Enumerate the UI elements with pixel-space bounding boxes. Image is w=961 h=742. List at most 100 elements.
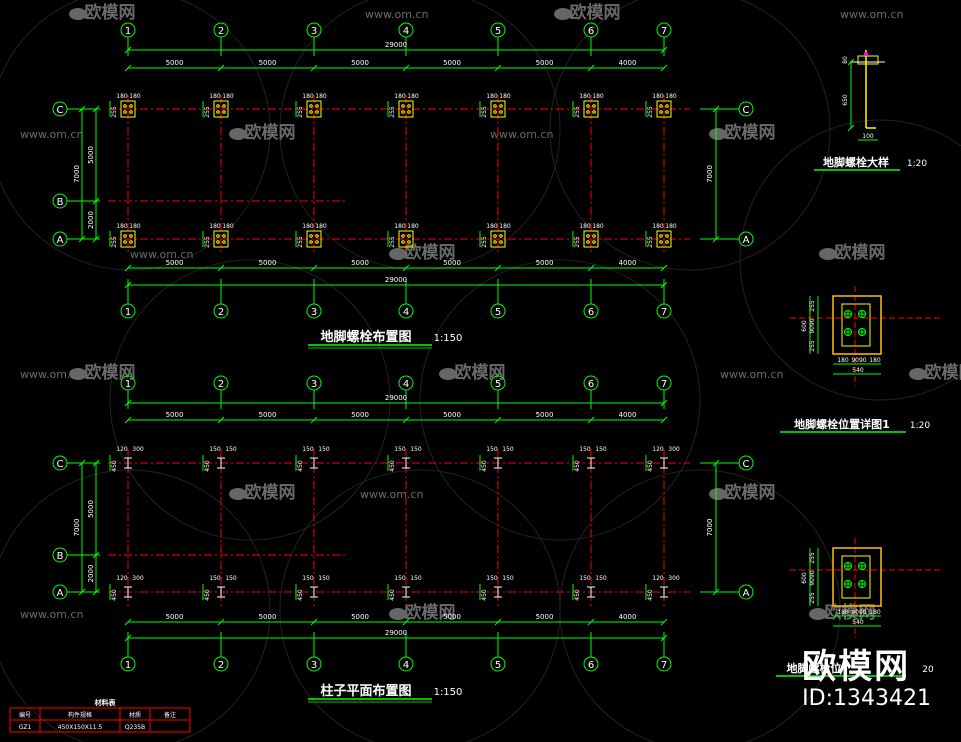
base-plate — [213, 100, 229, 118]
anchor-bolt — [401, 234, 405, 238]
bolt-dim: 180 — [209, 223, 221, 230]
column-dim-v: 450 — [297, 589, 304, 601]
column-dim: 150 — [302, 575, 314, 582]
anchor-bolt — [586, 234, 590, 238]
bolt-dim: 180 — [129, 93, 141, 100]
dim-left-1: 5000 — [87, 146, 95, 164]
bolt-dim-v: 255 — [111, 236, 118, 248]
dim-tick — [217, 64, 225, 72]
column-dim: 150 — [225, 575, 237, 582]
column-dim: 150 — [486, 446, 498, 453]
dim-tick — [712, 459, 720, 467]
dim-tick — [124, 416, 132, 424]
dim-tick — [92, 459, 100, 467]
bolt-dim: 180 — [486, 93, 498, 100]
dim-tick — [124, 618, 132, 626]
column-dim: 300 — [668, 575, 680, 582]
anchor-bolt — [129, 240, 133, 244]
dim-v-total: 600 — [801, 572, 808, 584]
dim-v2: 9090 — [809, 570, 816, 585]
dim-tick — [402, 618, 410, 626]
column-dim: 150 — [209, 446, 221, 453]
base-plate — [490, 230, 506, 248]
base-plate — [832, 547, 882, 607]
axis-4-bottom-label: 4 — [403, 660, 409, 671]
dim-tick — [310, 64, 318, 72]
anchor-bolt — [315, 234, 319, 238]
column-dim: 150 — [209, 575, 221, 582]
watermark-logo-icon — [439, 368, 457, 380]
anchor-bolt — [309, 110, 313, 114]
column-dim-v: 450 — [389, 589, 396, 601]
column-dim: 120 — [652, 575, 664, 582]
dim-tick — [660, 264, 668, 272]
column-dim-v: 450 — [647, 460, 654, 472]
axis-A-left-label: A — [57, 588, 64, 599]
dim-tick — [402, 416, 410, 424]
table-header-cell: 材质 — [129, 711, 141, 719]
dim-tick — [660, 281, 668, 289]
dim-tick — [494, 264, 502, 272]
bolt-dim: 180 — [499, 223, 511, 230]
axis-C-left-label: C — [57, 105, 64, 116]
base-plate — [583, 100, 599, 118]
dim-h-total: 540 — [852, 619, 864, 626]
dim-v3: 255 — [809, 340, 816, 352]
axis-7-bottom-label: 7 — [661, 307, 667, 318]
anchor-bolt — [659, 234, 663, 238]
column-dim: 150 — [318, 446, 330, 453]
dim-tick — [494, 618, 502, 626]
dim-span-bottom: 5000 — [536, 613, 554, 621]
dim-span-bottom: 5000 — [443, 259, 461, 267]
dim-tick — [92, 551, 100, 559]
anchor-bolt — [309, 240, 313, 244]
watermark-brand: 欧模网 — [835, 242, 886, 263]
watermark-brand: 欧模网 — [245, 482, 296, 503]
bolt-dim: 180 — [209, 93, 221, 100]
detail-scale: 1:20 — [910, 421, 930, 431]
column-dim: 150 — [579, 446, 591, 453]
dim-v3: 255 — [809, 592, 816, 604]
table-cell: Q235B — [125, 724, 145, 731]
dim-tick — [660, 399, 668, 407]
dim-tick — [124, 264, 132, 272]
watermark-brand: 欧模网 — [570, 2, 621, 23]
dim-tick — [660, 64, 668, 72]
dim-tick — [124, 281, 132, 289]
axis-C-right-label: C — [743, 459, 750, 470]
anchor-bolt — [407, 240, 411, 244]
dim-tick — [78, 105, 86, 113]
bolt-dim: 180 — [116, 223, 128, 230]
bolt-dim-v: 255 — [204, 236, 211, 248]
watermark-brand: 欧模网 — [925, 362, 961, 383]
base-plate — [656, 100, 672, 118]
axis-A-right-label: A — [743, 588, 750, 599]
anchor-bolt — [407, 110, 411, 114]
anchor-bolt — [216, 240, 220, 244]
watermark-arc — [279, 0, 561, 271]
dim-span-top: 5000 — [351, 59, 369, 67]
axis-7-top-label: 7 — [661, 379, 667, 390]
column-outline — [841, 303, 871, 347]
column-dim: 300 — [132, 446, 144, 453]
dim-tick — [310, 416, 318, 424]
bolt-dim-v: 255 — [574, 236, 581, 248]
axis-5-top-label: 5 — [495, 379, 501, 390]
bolt-dim: 180 — [486, 223, 498, 230]
base-plate — [398, 230, 414, 248]
watermark-site: www.om.cn — [490, 128, 553, 141]
plan-scale: 1:150 — [434, 333, 463, 344]
axis-7-top-label: 7 — [661, 26, 667, 37]
dim-tick — [92, 235, 100, 243]
axis-7-bottom-label: 7 — [661, 660, 667, 671]
column-dim-v: 450 — [204, 589, 211, 601]
axis-5-bottom-label: 5 — [495, 660, 501, 671]
table-header-cell: 备注 — [164, 711, 176, 719]
bolt-dim: 180 — [579, 223, 591, 230]
column-dim: 150 — [595, 446, 607, 453]
dim-left-1: 5000 — [87, 500, 95, 518]
dim-tick — [660, 634, 668, 642]
